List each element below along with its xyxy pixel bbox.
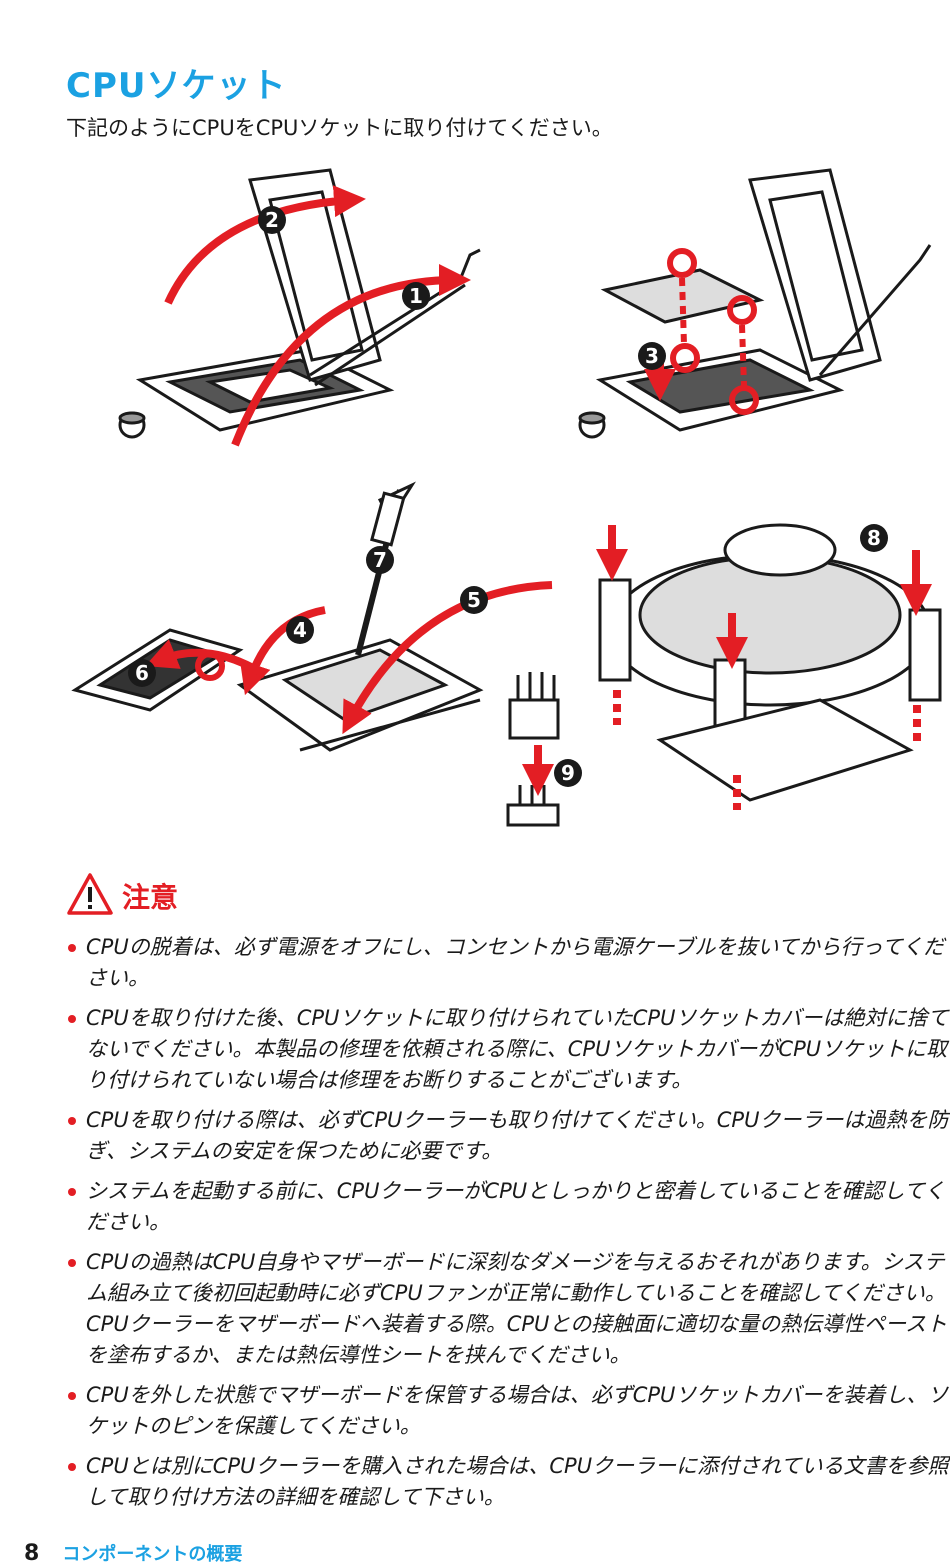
cooler-arrows (596, 525, 932, 810)
step-badge-4: 4 (286, 616, 314, 644)
svg-text:9: 9 (561, 761, 575, 785)
step-badge-7: 7 (366, 546, 394, 574)
section-title: コンポーネントの概要 (62, 1544, 243, 1565)
step-badge-3: 3 (638, 342, 666, 370)
list-item: CPUを取り付ける際は、必ずCPUクーラーも取り付けてください。CPUクーラーは… (62, 1105, 950, 1167)
alignment-markers (667, 248, 759, 415)
caution-list: CPUの脱着は、必ず電源をオフにし、コンセントから電源ケーブルを抜いてから行って… (62, 932, 950, 1522)
svg-text:7: 7 (373, 548, 387, 572)
svg-text:8: 8 (867, 526, 881, 550)
socket-close-illustration (71, 481, 484, 752)
warning-triangle-icon (67, 873, 113, 915)
page-title: CPUソケット (66, 66, 287, 106)
svg-text:6: 6 (135, 661, 149, 685)
list-item: CPUとは別にCPUクーラーを購入された場合は、CPUクーラーに添付されている文… (62, 1451, 950, 1513)
svg-text:3: 3 (645, 344, 659, 368)
page-footer: 8 コンポーネントの概要 (24, 1540, 242, 1568)
list-item: CPUを外した状態でマザーボードを保管する場合は、必ずCPUソケットカバーを装着… (62, 1380, 950, 1442)
svg-text:5: 5 (467, 588, 481, 612)
cpu-installation-diagram: 1 2 3 4 5 6 7 8 9 (71, 168, 942, 827)
step-badge-2: 2 (258, 206, 286, 234)
svg-text:1: 1 (409, 284, 423, 308)
svg-text:4: 4 (293, 618, 307, 642)
svg-text:2: 2 (265, 208, 279, 232)
fan-connector-illustration (506, 672, 560, 827)
step-badge-1: 1 (402, 282, 430, 310)
caution-label: 注意 (122, 881, 179, 914)
page-number: 8 (24, 1541, 40, 1566)
intro-text: 下記のようにCPUをCPUソケットに取り付けてください。 (66, 116, 613, 140)
list-item: CPUを取り付けた後、CPUソケットに取り付けられていたCPUソケットカバーは絶… (62, 1003, 950, 1096)
list-item: CPUの脱着は、必ず電源をオフにし、コンセントから電源ケーブルを抜いてから行って… (62, 932, 950, 994)
list-item: CPUの過熱はCPU自身やマザーボードに深刻なダメージを与えるおそれがあります。… (62, 1247, 950, 1371)
step-badges: 1 2 3 4 5 6 7 8 9 (128, 206, 888, 787)
step-badge-5: 5 (460, 586, 488, 614)
step-badge-8: 8 (860, 524, 888, 552)
step-badge-6: 6 (128, 659, 156, 687)
step-badge-9: 9 (554, 759, 582, 787)
cpu-cooler-illustration (598, 523, 942, 802)
list-item: システムを起動する前に、CPUクーラーがCPUとしっかりと密着していることを確認… (62, 1176, 950, 1238)
